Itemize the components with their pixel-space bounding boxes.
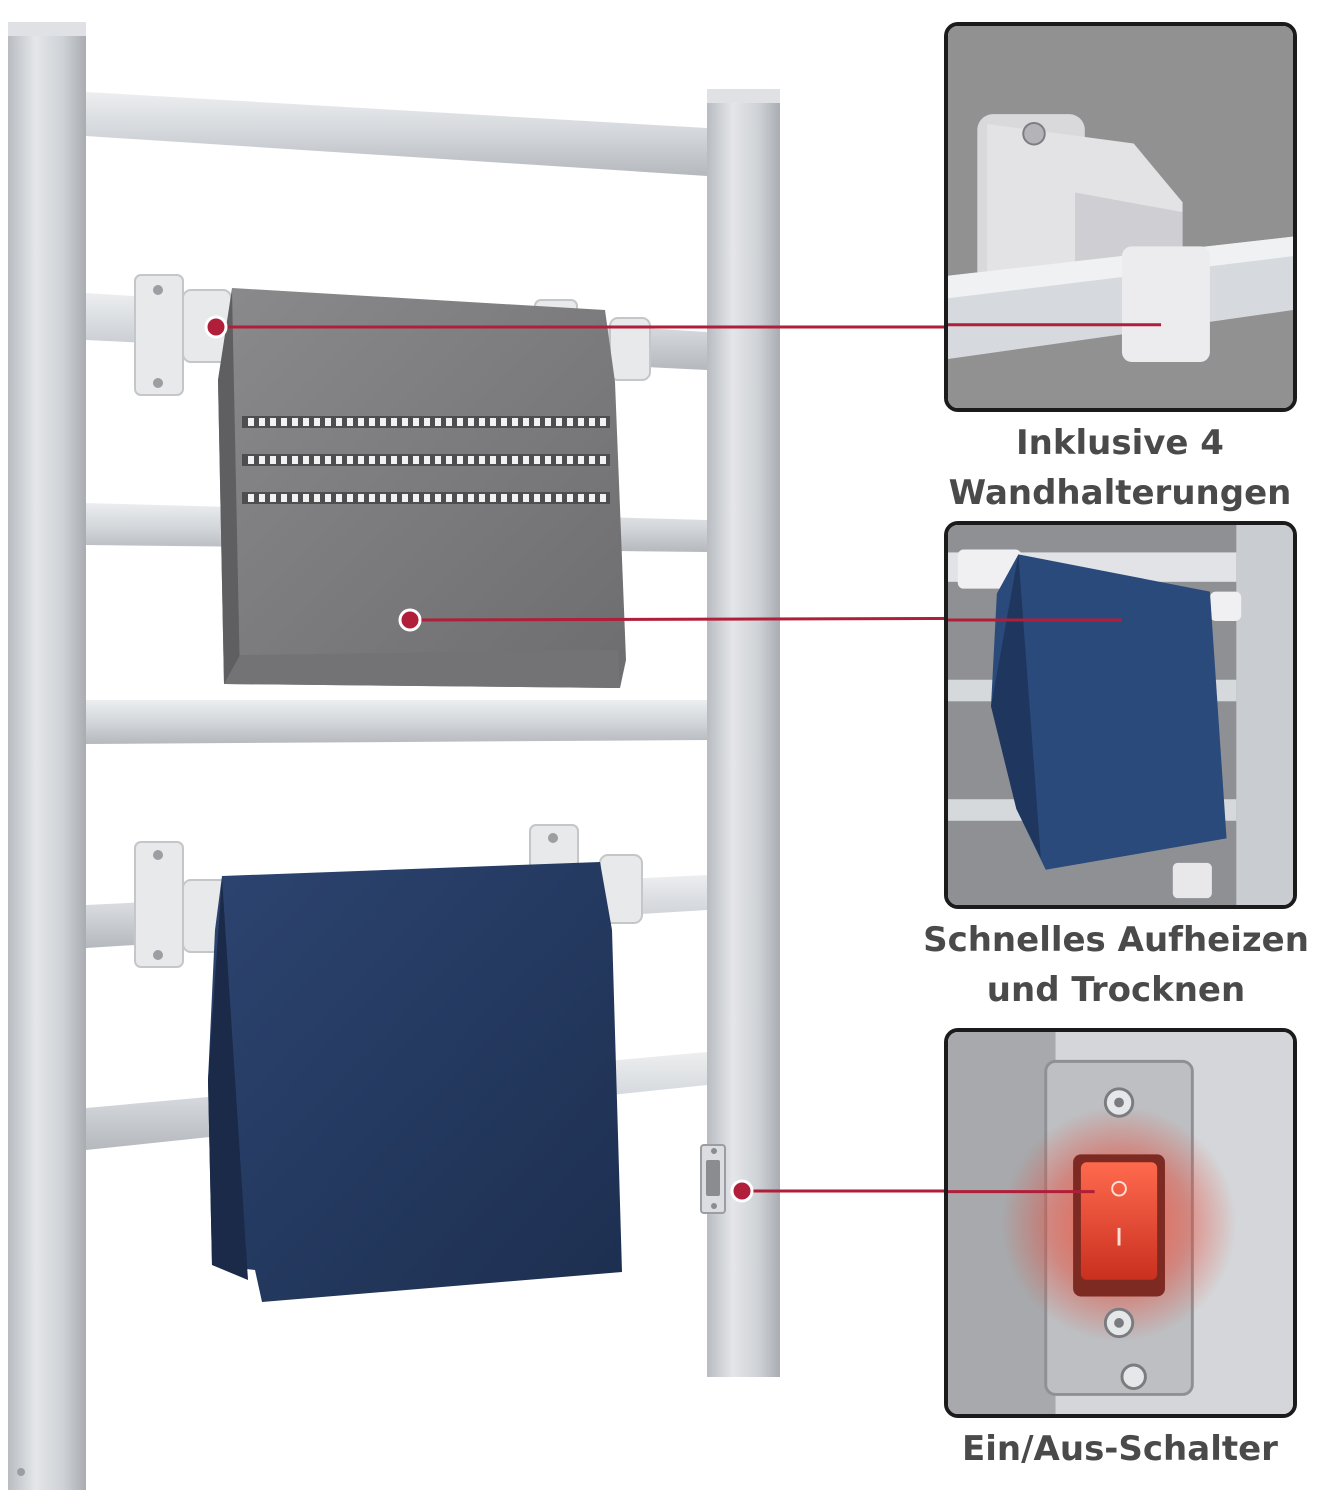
grey-towel-stripes (248, 418, 606, 502)
towel-icon (948, 525, 1293, 905)
detail-panel-power-switch (944, 1028, 1297, 1418)
switch-rocker (706, 1160, 720, 1196)
feature-title-line2: Wandhalterungen (948, 473, 1292, 513)
grey-towel (218, 288, 626, 688)
power-switch-icon (948, 1032, 1293, 1414)
wall-bracket-icon (948, 26, 1293, 408)
feature-title-line1: Inklusive 4 (1016, 423, 1224, 463)
feature-caption-fast-heating: Schnelles Aufheizen und Trocknen (890, 915, 1342, 1015)
feature-caption-wall-brackets: Inklusive 4 Wandhalterungen (900, 418, 1340, 518)
navy-towel (208, 862, 622, 1302)
right-pole-cap (707, 89, 780, 103)
left-pole-cap (8, 22, 86, 36)
feature-caption-power-switch: Ein/Aus-Schalter (900, 1424, 1340, 1474)
left-pole (8, 28, 86, 1490)
feature-title-line1: Schnelles Aufheizen (923, 920, 1309, 960)
detail-panel-fast-heating (944, 521, 1297, 909)
detail-panel-wall-bracket (944, 22, 1297, 412)
feature-title-line2: und Trocknen (986, 970, 1246, 1010)
feature-title-line1: Ein/Aus-Schalter (962, 1429, 1278, 1469)
